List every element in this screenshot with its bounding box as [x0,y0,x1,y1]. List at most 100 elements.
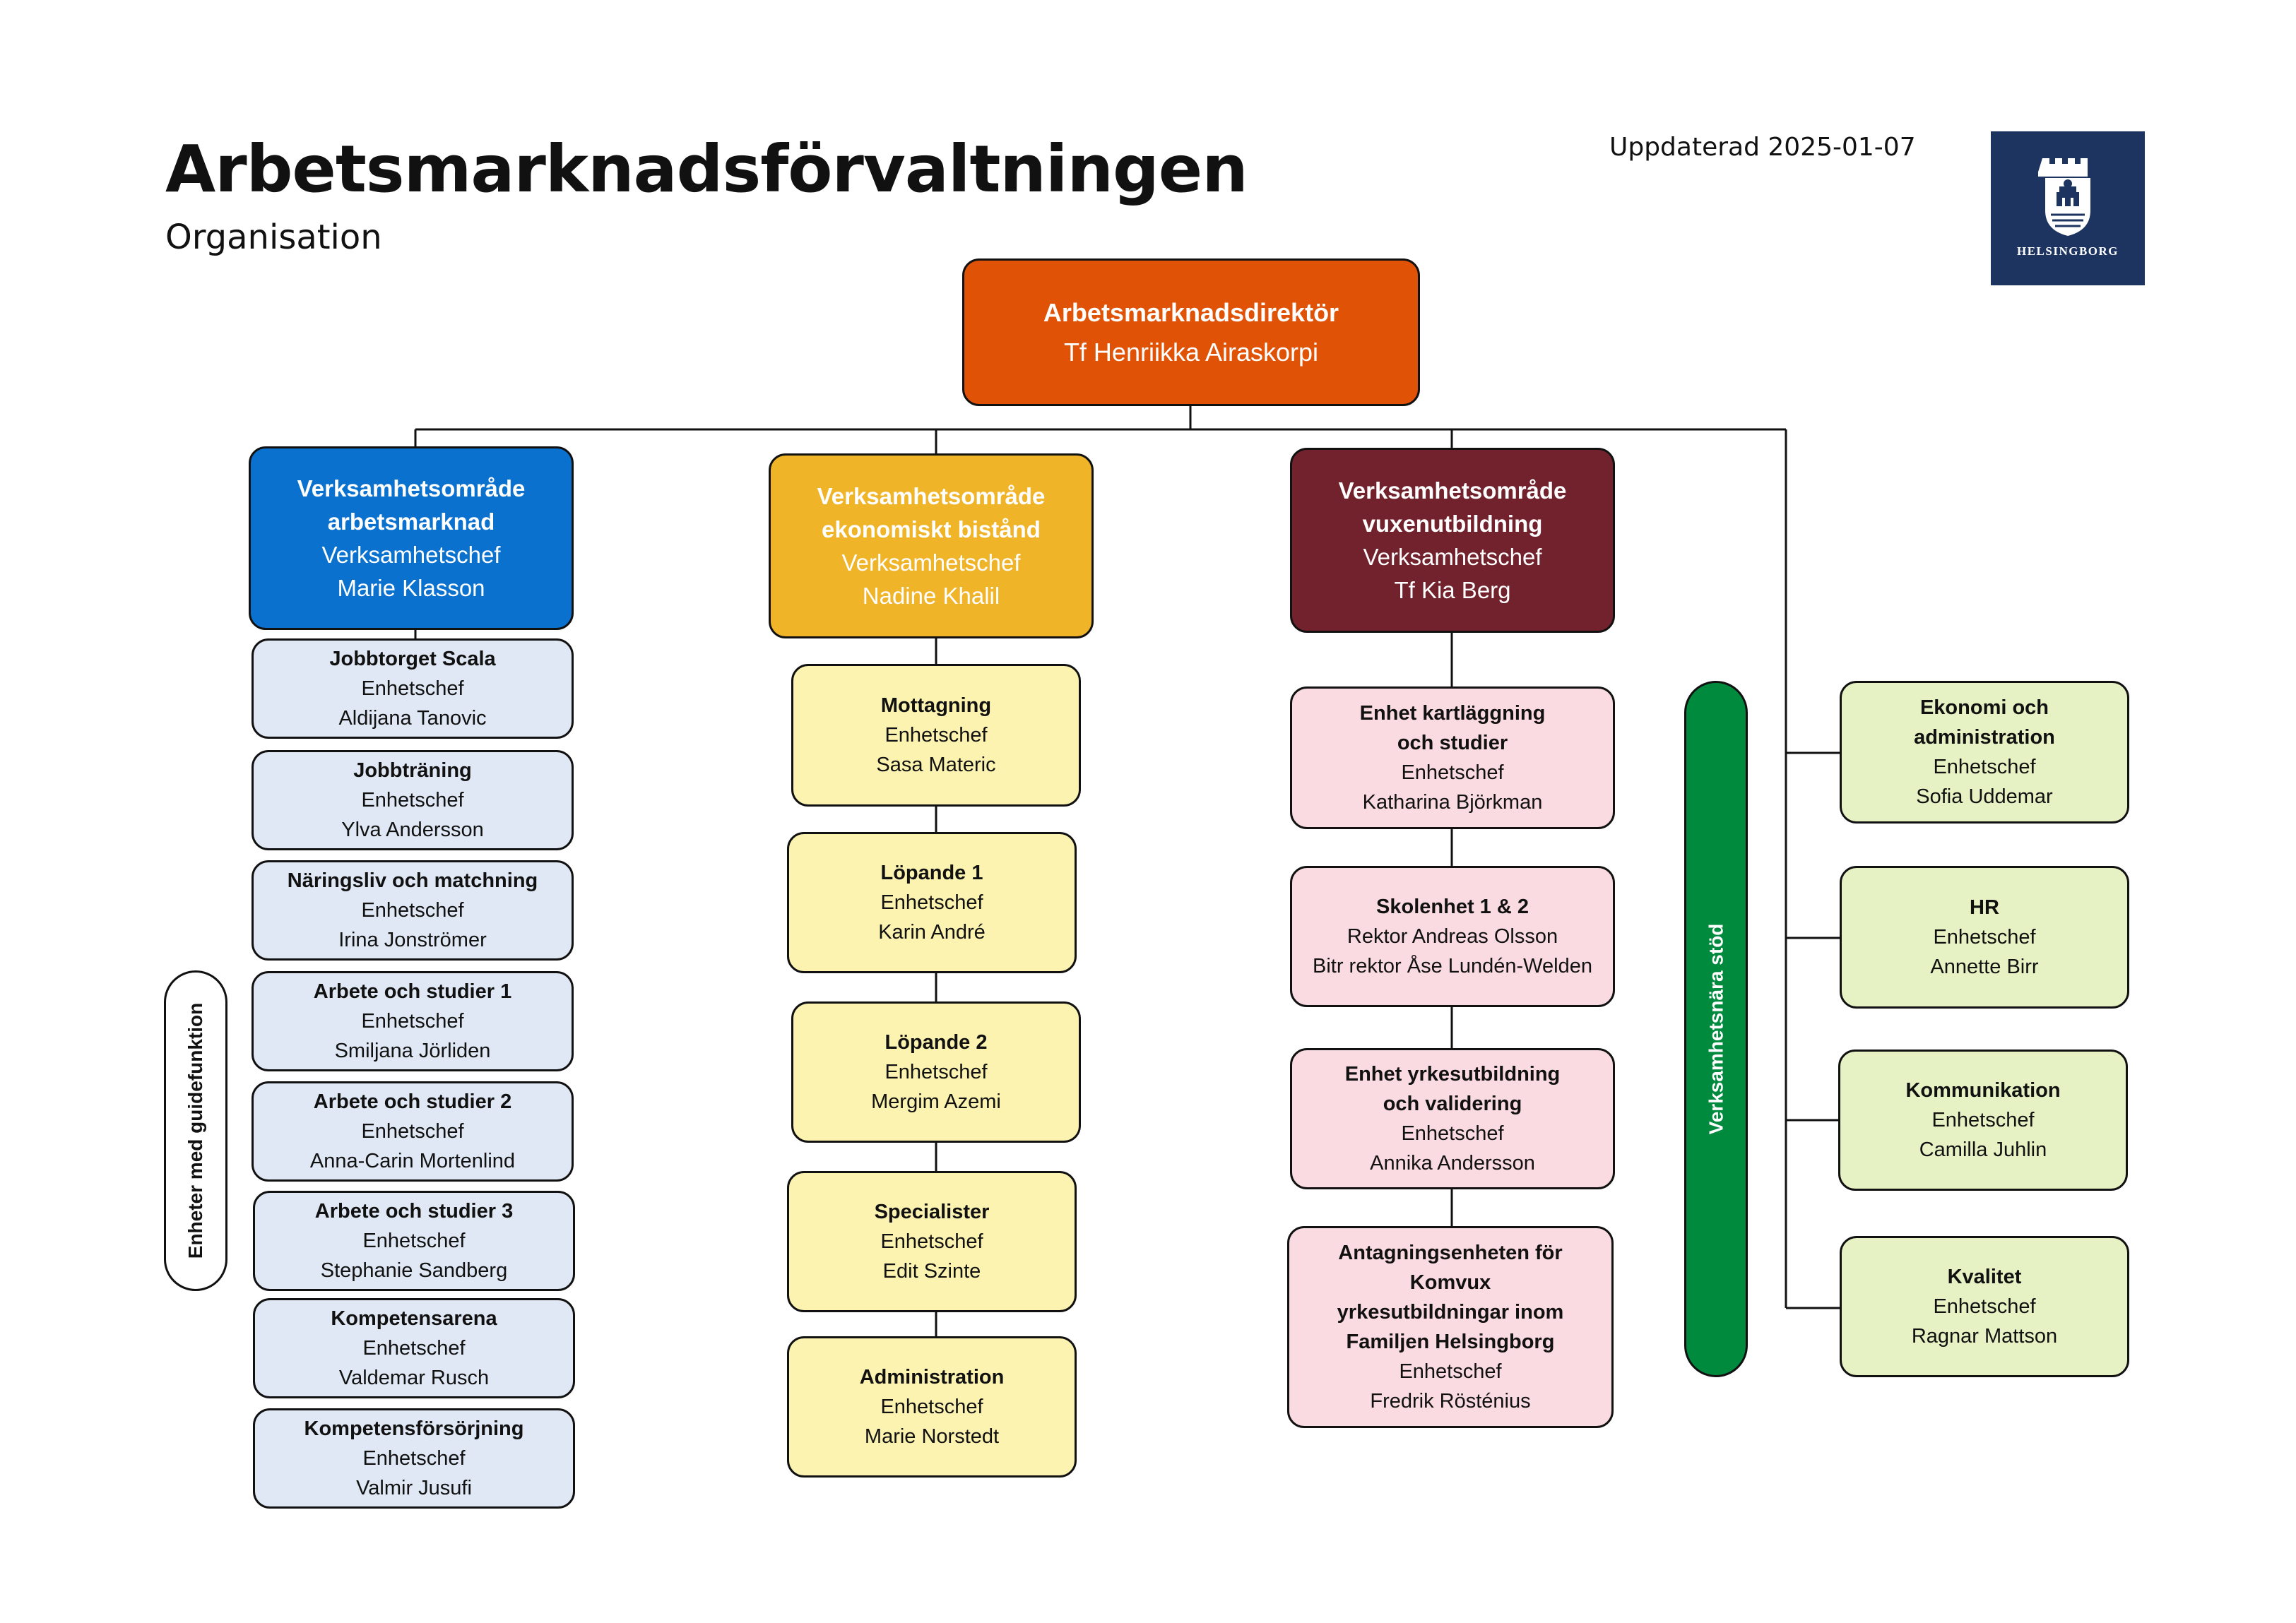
unit-role: Enhetschef [880,1230,983,1253]
unit-role: Enhetschef [361,1010,464,1033]
area-role: Verksamhetschef [841,549,1021,576]
unit-role: Enhetschef [361,899,464,922]
area-name: Verksamhetsområde vuxenutbildning [1338,477,1567,537]
unit-name: Mottagning [880,694,992,717]
unit-person: Smiljana Jörliden [334,1040,491,1062]
unit-name: Enhet yrkesutbildning och validering [1344,1063,1561,1115]
guide-function-label: Enheter med guidefunktion [164,970,227,1291]
unit-box: Arbete och studier 1 Enhetschef Smiljana… [252,971,574,1071]
unit-role: Rektor Andreas Olsson [1347,925,1558,948]
unit-role: Enhetschef [1933,756,2036,778]
unit-box: Enhet kartläggning och studier Enhetsche… [1290,686,1615,829]
unit-person: Mergim Azemi [871,1090,1001,1113]
unit-role: Enhetschef [1401,761,1504,784]
unit-box: Kvalitet Enhetschef Ragnar Mattson [1840,1236,2129,1377]
director-box: Arbetsmarknadsdirektör Tf Henriikka Aira… [962,258,1420,406]
unit-role: Enhetschef [362,1447,466,1470]
unit-name: Enhet kartläggning och studier [1359,702,1546,754]
area-person: Nadine Khalil [862,583,1000,609]
unit-box: Enhet yrkesutbildning och validering Enh… [1290,1048,1615,1189]
director-title: Arbetsmarknadsdirektör [1043,297,1339,327]
unit-role: Enhetschef [362,1337,466,1360]
unit-person: Bitr rektor Åse Lundén-Welden [1312,955,1592,977]
unit-name: Löpande 2 [884,1031,988,1054]
unit-name: Kommunikation [1905,1079,2061,1102]
support-label: Verksamhetsnära stöd [1684,681,1748,1377]
unit-box: Mottagning Enhetschef Sasa Materic [791,664,1081,807]
page-title: Arbetsmarknadsförvaltningen [165,131,1248,207]
unit-person: Aldijana Tanovic [338,707,487,730]
unit-role: Enhetschef [362,1230,466,1252]
area-person: Tf Kia Berg [1394,577,1511,603]
unit-box: Ekonomi och administration Enhetschef So… [1840,681,2129,824]
area-person: Marie Klasson [337,575,485,601]
unit-name: Jobbträning [353,759,472,782]
unit-box: Skolenhet 1 & 2 Rektor Andreas Olsson Bi… [1290,866,1615,1007]
director-person: Tf Henriikka Airaskorpi [1063,337,1319,367]
unit-role: Enhetschef [1933,926,2036,949]
unit-name: HR [1970,896,1999,919]
unit-name: Kompetensarena [331,1307,497,1330]
unit-role: Enhetschef [1401,1122,1504,1145]
unit-name: Arbete och studier 2 [313,1090,512,1113]
area-name: Verksamhetsområde ekonomiskt bistånd [817,483,1046,542]
unit-person: Annika Andersson [1370,1152,1535,1175]
guide-function-text: Enheter med guidefunktion [184,1002,206,1259]
unit-person: Stephanie Sandberg [320,1259,508,1282]
unit-person: Anna-Carin Mortenlind [309,1150,516,1172]
unit-person: Katharina Björkman [1362,791,1543,814]
area-vuxenutbildning: Verksamhetsområde vuxenutbildning Verksa… [1290,448,1615,633]
unit-name: Jobbtorget Scala [329,648,496,670]
unit-box: Löpande 1 Enhetschef Karin André [787,832,1077,973]
unit-box: Jobbträning Enhetschef Ylva Andersson [252,750,574,850]
unit-box: HR Enhetschef Annette Birr [1840,866,2129,1009]
unit-name: Specialister [874,1201,990,1223]
unit-name: Kvalitet [1947,1266,2022,1288]
unit-person: Annette Birr [1930,956,2039,978]
unit-person: Ragnar Mattson [1911,1325,2058,1348]
unit-name: Arbete och studier 1 [313,980,512,1003]
unit-box: Jobbtorget Scala Enhetschef Aldijana Tan… [252,638,574,739]
unit-box: Antagningsenheten för Komvux yrkesutbild… [1287,1226,1614,1428]
unit-box: Arbete och studier 2 Enhetschef Anna-Car… [252,1081,574,1182]
unit-name: Skolenhet 1 & 2 [1376,896,1529,918]
area-role: Verksamhetschef [321,542,501,568]
unit-box: Näringsliv och matchning Enhetschef Irin… [252,860,574,961]
unit-box: Kommunikation Enhetschef Camilla Juhlin [1838,1050,2128,1191]
area-name: Verksamhetsområde arbetsmarknad [297,475,526,535]
unit-name: Löpande 1 [880,862,983,884]
updated-date: Uppdaterad 2025-01-07 [1609,133,1916,162]
unit-person: Fredrik Rösténius [1370,1390,1531,1413]
unit-person: Sasa Materic [876,754,996,776]
unit-box: Löpande 2 Enhetschef Mergim Azemi [791,1001,1081,1143]
unit-box: Kompetensförsörjning Enhetschef Valmir J… [253,1408,575,1509]
unit-box: Specialister Enhetschef Edit Szinte [787,1171,1077,1312]
unit-role: Enhetschef [361,1120,464,1143]
unit-role: Enhetschef [1933,1295,2036,1318]
unit-role: Enhetschef [884,724,988,747]
unit-role: Enhetschef [1931,1109,2035,1131]
unit-role: Enhetschef [880,1396,983,1418]
unit-name: Näringsliv och matchning [287,869,538,892]
unit-person: Camilla Juhlin [1919,1139,2047,1161]
unit-name: Kompetensförsörjning [304,1417,524,1440]
unit-name: Antagningsenheten för Komvux yrkesutbild… [1337,1242,1564,1353]
support-label-text: Verksamhetsnära stöd [1705,923,1727,1135]
unit-person: Valdemar Rusch [338,1367,490,1389]
unit-box: Arbete och studier 3 Enhetschef Stephani… [253,1191,575,1291]
unit-person: Valmir Jusufi [356,1477,472,1499]
page-subtitle: Organisation [165,218,382,257]
unit-person: Karin André [878,921,986,944]
unit-person: Irina Jonströmer [338,929,487,951]
helsingborg-logo: HELSINGBORG [1991,131,2145,285]
unit-name: Arbete och studier 3 [314,1200,514,1223]
unit-role: Enhetschef [361,677,464,700]
area-role: Verksamhetschef [1363,544,1542,570]
area-arbetsmarknad: Verksamhetsområde arbetsmarknad Verksamh… [249,446,574,630]
unit-person: Edit Szinte [882,1260,981,1283]
unit-person: Sofia Uddemar [1916,785,2053,808]
unit-person: Ylva Andersson [341,819,484,841]
unit-box: Administration Enhetschef Marie Norstedt [787,1336,1077,1478]
